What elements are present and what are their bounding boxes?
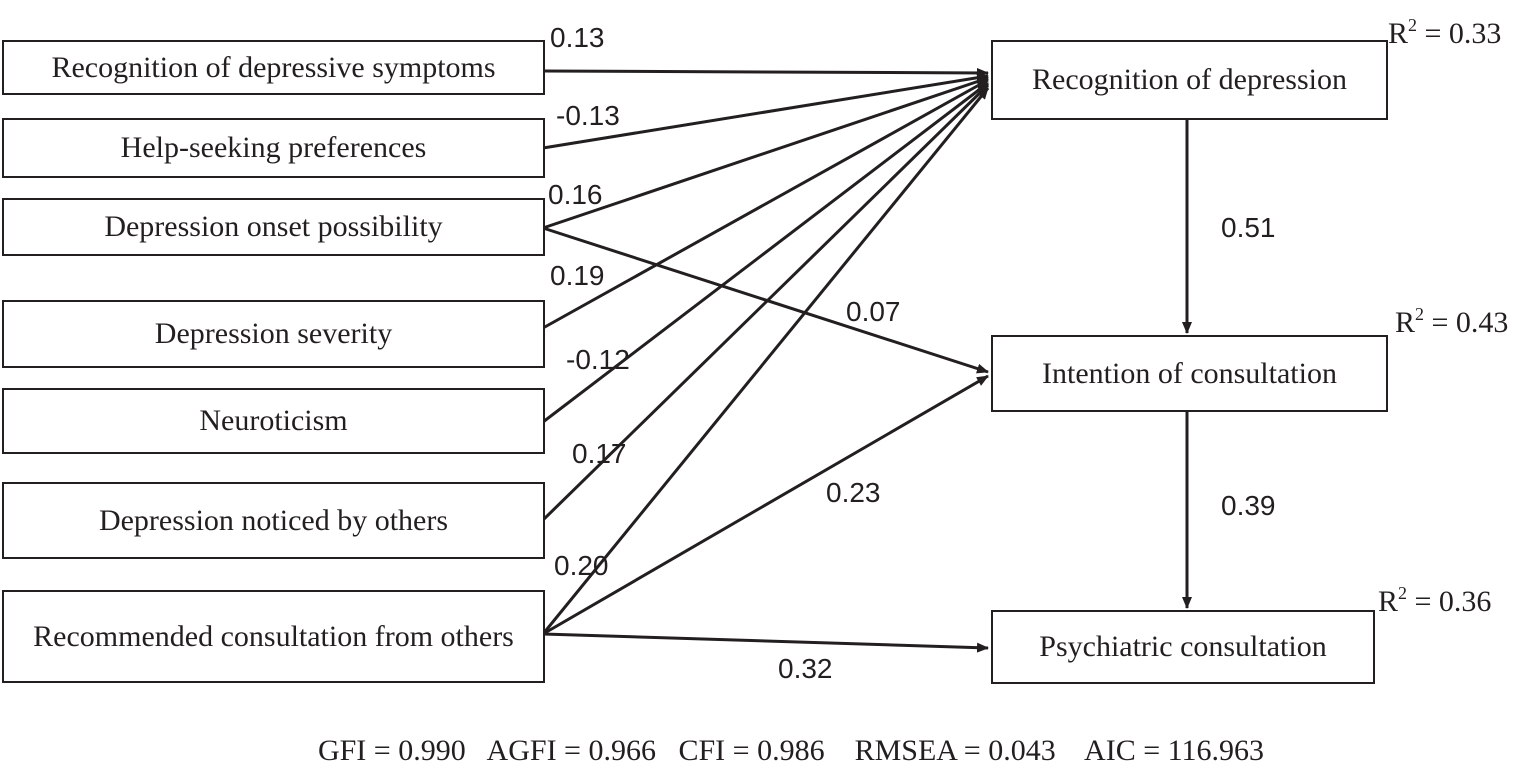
coef-noticed-to-recognition: 0.17 [572,438,627,469]
coef-recommended-to-recognition: 0.20 [554,550,609,581]
box-label: Intention of consultation [1042,356,1337,390]
r-squared-intention: R2 = 0.43 [1395,304,1509,339]
coef-onset-to-recognition: 0.16 [548,179,603,210]
path-neuroticism-to-recognition [542,81,989,424]
box-intention-of-consultation: Intention of consultation [991,335,1388,412]
coef-onset-to-intention: 0.07 [846,296,901,327]
path-noticed-to-recognition [541,83,990,522]
coef-severity-to-recognition: 0.19 [550,260,605,291]
coef-recommended-to-consultation: 0.32 [778,653,833,684]
box-label: Recommended consultation from others [33,619,514,653]
coef-help-seeking-to-recognition: -0.13 [556,100,620,131]
path-help-seeking-to-recognition [542,72,989,150]
box-neuroticism: Neuroticism [2,388,545,454]
box-label: Recognition of depressive symptoms [51,50,496,84]
box-recommended-consultation-from-others: Recommended consultation from others [2,590,545,683]
coef-neuroticism-to-recognition: -0.12 [566,344,630,375]
box-recognition-of-depressive-symptoms: Recognition of depressive symptoms [2,40,545,95]
box-recognition-of-depression: Recognition of depression [991,40,1388,120]
box-label: Psychiatric consultation [1039,630,1327,663]
box-label: Depression noticed by others [98,503,449,537]
box-psychiatric-consultation: Psychiatric consultation [991,610,1375,684]
coef-symptoms-to-recognition: 0.13 [550,22,605,53]
path-recommended-to-intention [542,374,989,636]
r-squared-consultation: R2 = 0.36 [1378,583,1492,618]
path-symptoms-to-recognition [542,67,989,78]
path-onset-to-recognition [542,76,989,230]
model-fit-indices: GFI = 0.990 AGFI = 0.966 CFI = 0.986 RMS… [317,734,1265,767]
box-label: Neuroticism [199,404,348,437]
box-label: Depression severity [154,317,393,350]
r-squared-recognition: R2 = 0.33 [1388,15,1502,50]
coef-recognition-to-intention: 0.51 [1221,212,1276,243]
path-recommended-to-consultation [542,632,989,653]
box-label: Help-seeking preferences [120,131,427,164]
box-depression-onset-possibility: Depression onset possibility [2,198,545,256]
box-depression-severity: Depression severity [2,300,545,368]
coef-intention-to-consultation: 0.39 [1221,490,1276,521]
box-help-seeking-preferences: Help-seeking preferences [2,118,545,178]
box-label: Depression onset possibility [104,210,443,243]
path-severity-to-recognition [542,78,989,330]
path-onset-to-intention [542,226,989,374]
coef-recommended-to-intention: 0.23 [826,477,881,508]
path-recommended-to-recognition [541,87,990,635]
box-depression-noticed-by-others: Depression noticed by others [2,482,545,559]
box-label: Recognition of depression [1032,63,1347,96]
